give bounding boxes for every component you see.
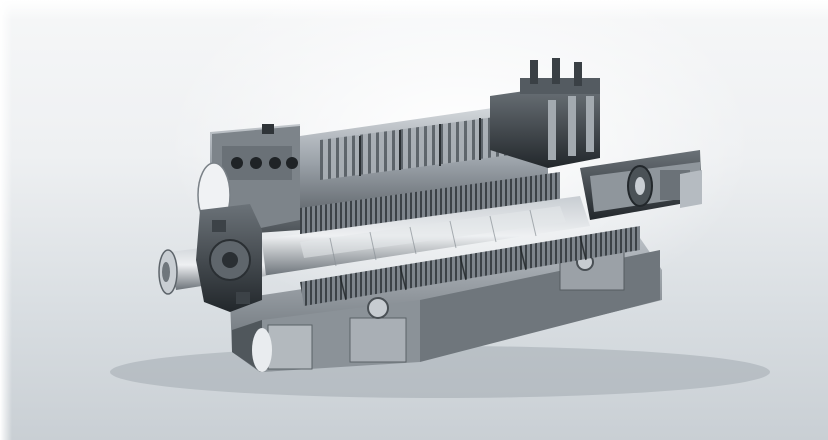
terminal-box [490, 58, 600, 168]
stator-winding-lower [300, 226, 640, 306]
top-margin [0, 0, 828, 20]
left-margin [0, 0, 12, 440]
shaft-right [580, 150, 702, 220]
coil-supports [339, 235, 587, 301]
base-frame [230, 238, 662, 372]
rotor [256, 196, 590, 276]
bearing-left [196, 204, 262, 312]
